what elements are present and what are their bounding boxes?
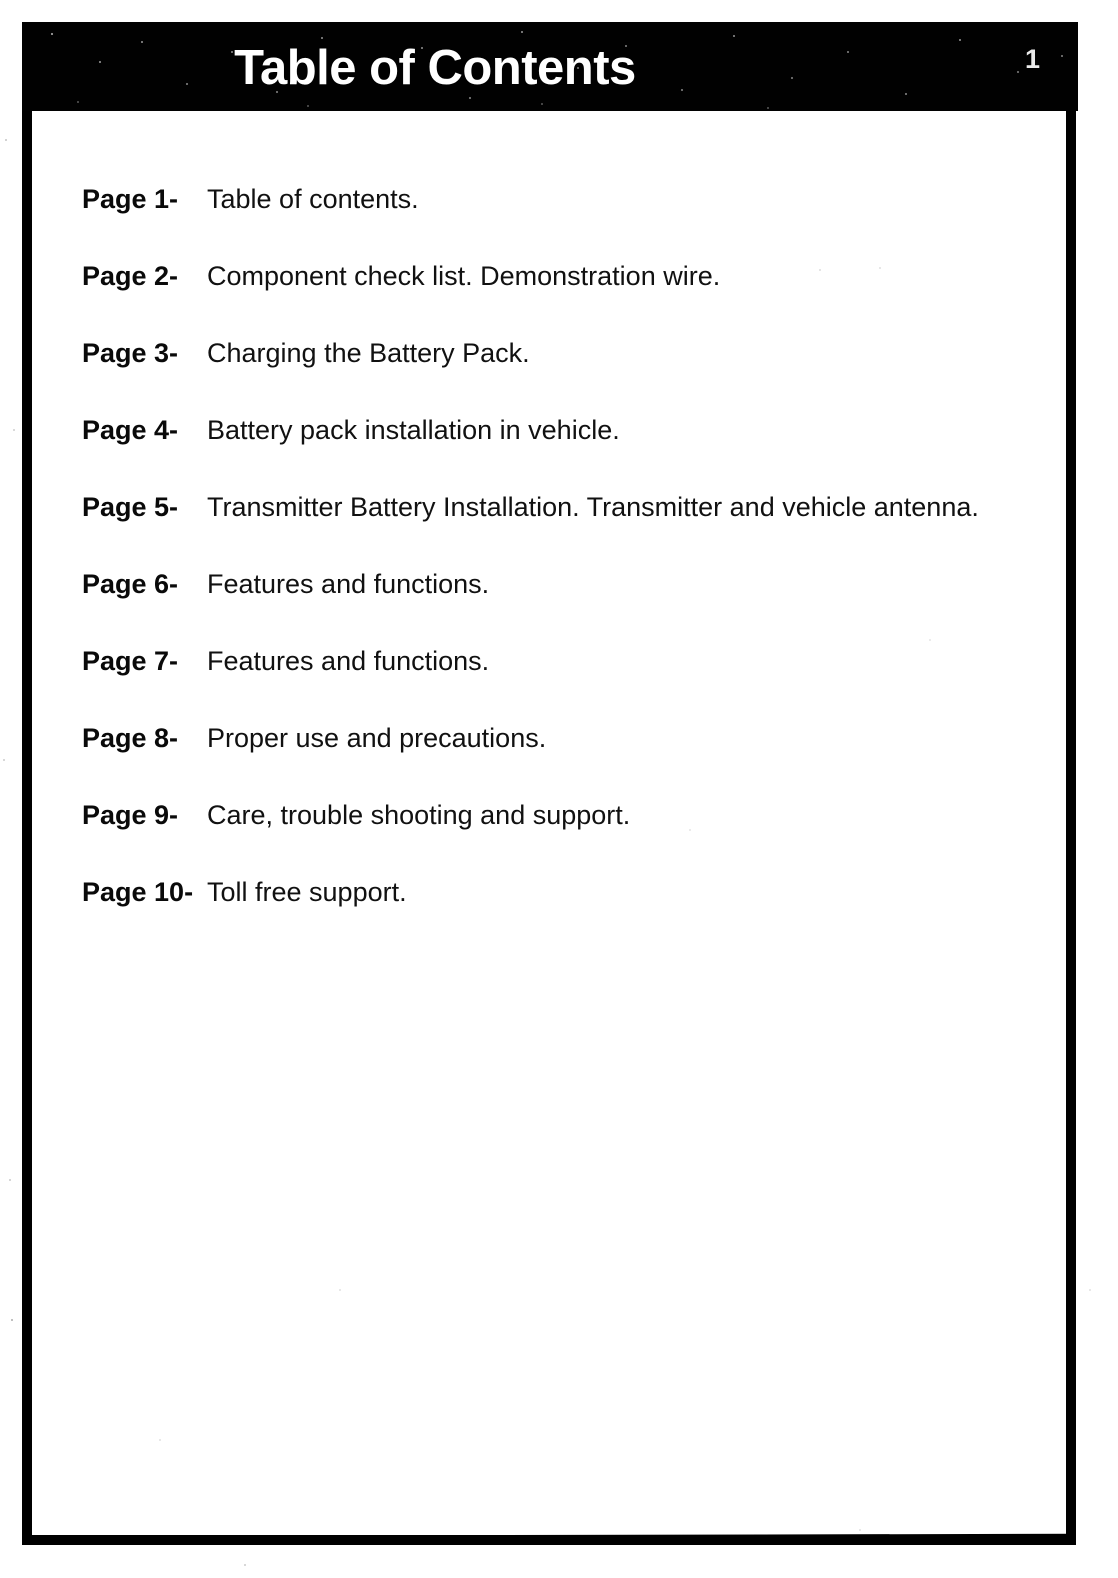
toc-entry-row[interactable]: Page 1- Table of contents. [82, 186, 1042, 263]
toc-entry-row[interactable]: Page 9- Care, trouble shooting and suppor… [82, 802, 1042, 879]
toc-entry-description: Table of contents. [207, 184, 419, 214]
table-of-contents-list: Page 1- Table of contents. Page 2- Componen… [82, 186, 1042, 956]
toc-entry-description: Proper use and precautions. [207, 723, 547, 753]
toc-entry-description: Features and functions. [207, 569, 490, 599]
toc-entry-row[interactable]: Page 7- Features and functions. [82, 648, 1042, 725]
toc-entry-row[interactable]: Page 6- Features and functions. [82, 571, 1042, 648]
toc-page-label: Page 5- [82, 492, 179, 522]
toc-page-label: Page 1- [82, 184, 179, 214]
toc-page-label: Page 6- [82, 569, 179, 599]
toc-entry-description: Features and functions. [207, 646, 490, 676]
toc-page-label: Page 4- [82, 415, 179, 445]
toc-entry-description: Toll free support. [207, 877, 407, 907]
toc-entry-description: Care, trouble shooting and support. [207, 800, 631, 830]
toc-entry-row[interactable]: Page 8- Proper use and precautions. [82, 725, 1042, 802]
toc-entry-description: Charging the Battery Pack. [207, 338, 530, 368]
toc-page-label: Page 9- [82, 800, 179, 830]
toc-entry-description: Component check list. Demonstration wire… [207, 261, 721, 291]
toc-entry-description: Transmitter Battery Installation. Transm… [207, 492, 979, 522]
toc-entry-row[interactable]: Page 10- Toll free support. [82, 879, 1042, 956]
toc-page-label: Page 10- [82, 877, 194, 907]
toc-entry-row[interactable]: Page 4- Battery pack installation in vehi… [82, 417, 1042, 494]
toc-entry-description: Battery pack installation in vehicle. [207, 415, 620, 445]
page-title: Table of Contents [234, 41, 636, 95]
toc-entry-row[interactable]: Page 2- Component check list. Demonstrati… [82, 263, 1042, 340]
page-border-frame [22, 22, 1076, 1545]
toc-page-label: Page 8- [82, 723, 179, 753]
toc-page-label: Page 3- [82, 338, 179, 368]
toc-page-label: Page 7- [82, 646, 179, 676]
toc-entry-row[interactable]: Page 5- Transmitter Battery Installation.… [82, 494, 1042, 571]
toc-page-label: Page 2- [82, 261, 179, 291]
toc-entry-row[interactable]: Page 3- Charging the Battery Pack. [82, 340, 1042, 417]
title-banner: Table of Contents 1 [22, 22, 1078, 111]
page-number: 1 [1024, 44, 1040, 74]
